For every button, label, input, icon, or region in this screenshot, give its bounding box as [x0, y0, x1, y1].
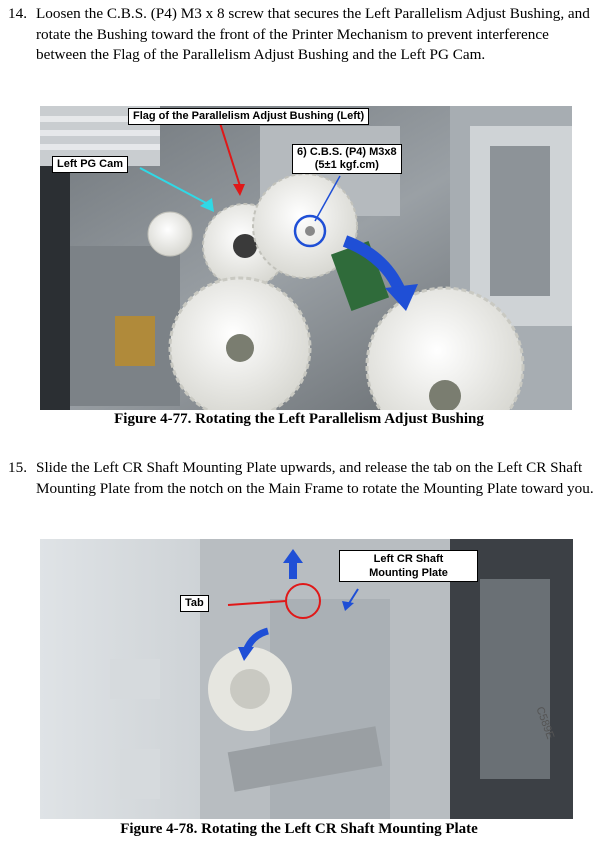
step-text: Loosen the C.B.S. (P4) M3 x 8 screw that… [36, 5, 590, 63]
screw-callout: 6) C.B.S. (P4) M3x8 (5±1 kgf.cm) [292, 144, 402, 174]
step-number: 14. [8, 5, 27, 22]
step-text: Slide the Left CR Shaft Mounting Plate u… [36, 459, 594, 497]
plate-callout-line2: Mounting Plate [369, 567, 448, 579]
flag-callout: Flag of the Parallelism Adjust Bushing (… [128, 108, 370, 125]
tab-callout: Tab [180, 595, 209, 612]
plate-callout-line1: Left CR Shaft [373, 553, 444, 565]
mounting-plate-illustration [40, 539, 573, 819]
figure-caption: Figure 4-78. Rotating the Left CR Shaft … [120, 821, 478, 837]
figure-4-77-photo: Flag of the Parallelism Adjust Bushing (… [40, 106, 572, 410]
figure-caption: Figure 4-77. Rotating the Left Paralleli… [114, 411, 484, 427]
left-cr-shaft-plate-callout: Left CR Shaft Mounting Plate [339, 550, 478, 582]
slide-up-arrow [289, 561, 297, 579]
screw-callout-line1: 6) C.B.S. (P4) M3x8 [297, 146, 397, 158]
step-number: 15. [8, 459, 27, 476]
left-pg-cam-callout: Left PG Cam [52, 156, 129, 173]
printer-mechanism-illustration [40, 106, 572, 410]
figure-4-78-photo: Left CR Shaft Mounting Plate Tab C589E [40, 539, 573, 819]
screw-callout-line2: (5±1 kgf.cm) [314, 159, 379, 171]
rotate-direction-arrow [342, 235, 406, 294]
